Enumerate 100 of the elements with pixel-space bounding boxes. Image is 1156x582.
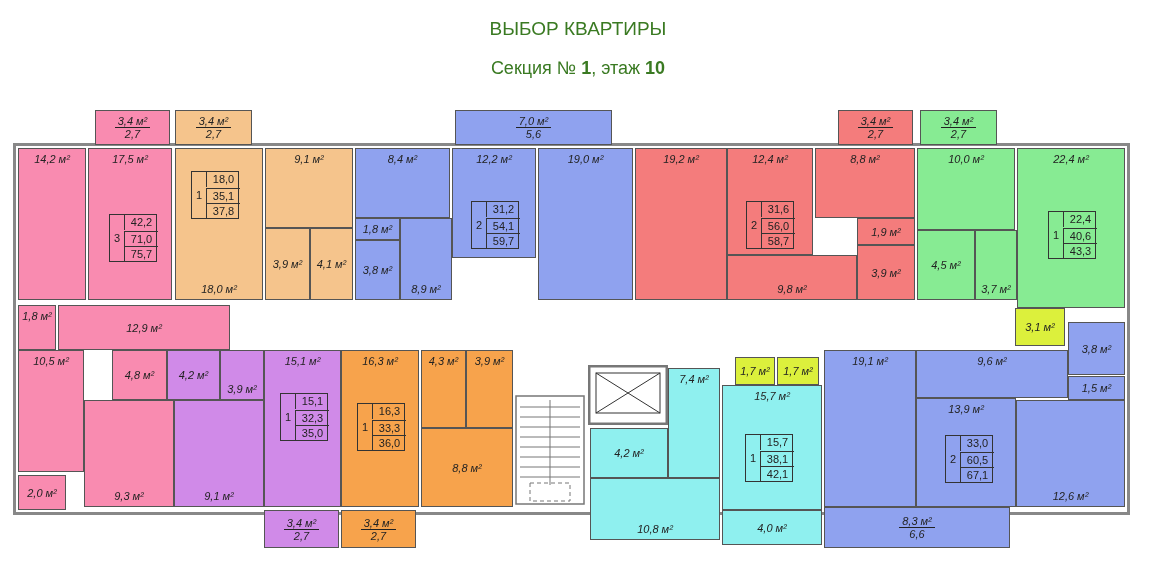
area-value: 75,7	[124, 246, 158, 262]
area-value: 58,7	[761, 233, 795, 249]
room-area: 4,0 м²	[757, 521, 787, 534]
room-area: 19,2 м²	[663, 153, 699, 165]
area-value: 18,0	[206, 172, 240, 187]
room	[265, 228, 310, 300]
room	[1068, 376, 1125, 400]
room-area: 15,1 м²	[284, 355, 321, 367]
area-value: 38,1	[760, 451, 794, 467]
room	[815, 148, 915, 218]
room	[735, 357, 775, 385]
room-area: 9,1 м²	[294, 153, 324, 165]
reduced-area: 2,7	[124, 128, 141, 140]
room-area: 1,8 м²	[22, 310, 52, 322]
balcony	[838, 110, 913, 145]
room-area: 3,7 м²	[981, 283, 1011, 295]
room	[112, 350, 167, 400]
room	[355, 240, 400, 300]
room-count: 1	[283, 410, 293, 425]
room-area: 10,8 м²	[637, 523, 673, 535]
room-count: 1	[748, 451, 758, 466]
area-value: 40,6	[1063, 228, 1097, 244]
area-value: 71,0	[124, 231, 158, 247]
room	[590, 428, 668, 478]
room-area: 8,8 м²	[452, 461, 482, 474]
area-value: 15,7	[760, 435, 794, 450]
room-area: 4,8 м²	[124, 369, 155, 381]
room	[1068, 322, 1125, 375]
room	[174, 400, 264, 507]
room-area: 10,5 м²	[33, 355, 69, 367]
reduced-area: 5,6	[525, 128, 542, 140]
balcony	[920, 110, 997, 145]
room-count: 2	[948, 452, 958, 467]
area-value: 67,1	[960, 467, 994, 483]
area-value: 42,1	[760, 466, 794, 482]
reduced-area: 6,6	[909, 528, 925, 540]
room	[18, 475, 66, 510]
area-table	[945, 435, 993, 483]
room	[18, 350, 84, 472]
area-table	[191, 171, 239, 219]
area-table	[357, 403, 405, 451]
room	[421, 350, 466, 428]
reduced-area: 2,7	[205, 128, 222, 140]
room	[355, 218, 400, 240]
room-area: 15,7 м²	[754, 390, 790, 402]
room	[635, 148, 727, 300]
room-area: 1,8 м²	[362, 223, 393, 235]
room-area: 3,9 м²	[474, 355, 505, 367]
room-area: 3,8 м²	[1081, 342, 1112, 355]
balcony	[264, 510, 339, 548]
room	[18, 305, 56, 350]
reduced-area: 2,7	[293, 529, 310, 542]
room-area: 12,4 м²	[752, 153, 788, 165]
room-count: 2	[474, 218, 484, 233]
room-area: 4,3 м²	[428, 355, 459, 367]
area-value: 35,0	[295, 425, 329, 441]
room	[88, 148, 172, 300]
room-area: 1,9 м²	[871, 225, 901, 238]
room-area: 7,4 м²	[679, 373, 709, 385]
room	[777, 357, 819, 385]
room-area: 3,9 м²	[871, 266, 901, 279]
area-value: 56,0	[761, 218, 795, 234]
title: ВЫБОР КВАРТИРЫ	[488, 18, 668, 40]
room-area: 19,0 м²	[567, 153, 604, 165]
room	[590, 478, 720, 540]
room-area: 22,4 м²	[1053, 153, 1089, 165]
room-area: 4,5 м²	[931, 259, 961, 271]
room-area: 1,5 м²	[1081, 382, 1112, 394]
room	[400, 218, 452, 300]
room	[167, 350, 220, 400]
balcony	[824, 507, 1010, 548]
area-value: 43,3	[1063, 243, 1097, 259]
balcony-area: 3,4 м²	[857, 115, 894, 128]
room	[452, 148, 536, 258]
room	[722, 510, 822, 545]
room-area: 17,5 м²	[112, 153, 148, 165]
room-area: 3,9 м²	[272, 258, 303, 270]
room-area: 12,9 м²	[126, 321, 162, 334]
balcony-area: 3,4 м²	[360, 516, 397, 530]
balcony	[175, 110, 252, 145]
room	[668, 368, 720, 478]
area-value: 15,1	[295, 394, 329, 409]
room	[58, 305, 230, 350]
area-value: 33,3	[372, 420, 406, 436]
area-value: 59,7	[486, 233, 520, 249]
area-value: 54,1	[486, 218, 520, 234]
room	[310, 228, 353, 300]
room	[917, 148, 1015, 230]
room	[341, 350, 419, 507]
area-value: 35,1	[206, 188, 240, 204]
room-area: 18,0 м²	[201, 283, 237, 295]
room-count: 2	[749, 218, 759, 233]
room	[727, 148, 813, 255]
room-area: 13,9 м²	[948, 403, 984, 415]
room-area: 2,0 м²	[27, 486, 57, 499]
room	[857, 218, 915, 245]
balcony-area: 3,4 м²	[114, 115, 151, 128]
room-count: 1	[1051, 228, 1061, 243]
balcony-area: 3,4 м²	[195, 115, 232, 128]
room-area: 3,8 м²	[362, 264, 393, 276]
